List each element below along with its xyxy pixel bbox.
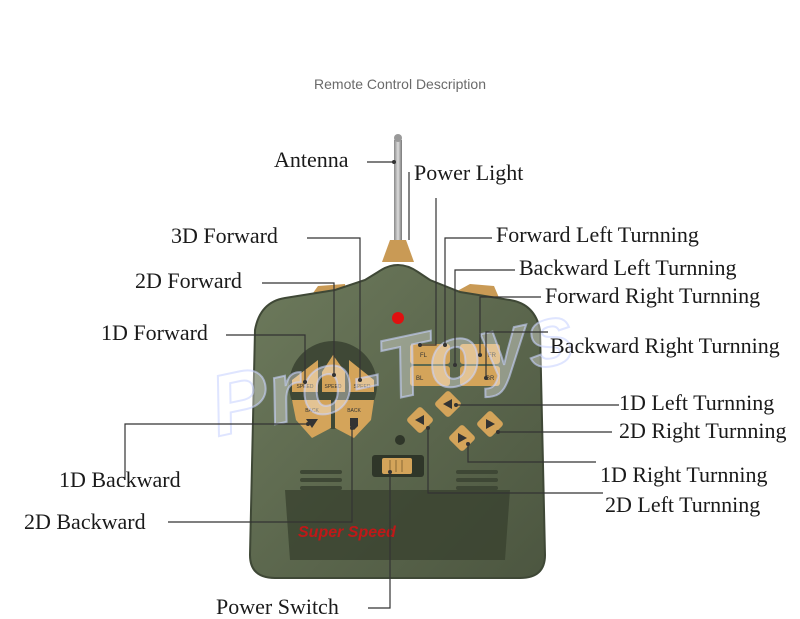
left-turning-2d-button[interactable] bbox=[406, 406, 434, 434]
svg-text:SPEED: SPEED bbox=[297, 384, 314, 390]
svg-text:FL: FL bbox=[420, 353, 428, 359]
leader-dots bbox=[303, 160, 500, 474]
label-2d-right-turning: 2D Right Turnning bbox=[619, 418, 787, 443]
label-1d-backward: 1D Backward bbox=[59, 467, 181, 492]
speaker-grille-left bbox=[300, 470, 342, 490]
label-1d-left-turning: 1D Left Turnning bbox=[619, 390, 775, 415]
label-2d-forward: 2D Forward bbox=[135, 268, 242, 293]
label-2d-backward: 2D Backward bbox=[24, 509, 146, 534]
svg-text:SPEED: SPEED bbox=[325, 384, 342, 390]
speed-button-right[interactable]: SPEED bbox=[349, 360, 374, 392]
svg-text:BACK: BACK bbox=[305, 408, 319, 414]
power-switch[interactable] bbox=[372, 455, 424, 477]
right-turning-2d-button[interactable] bbox=[476, 410, 504, 438]
label-1d-forward: 1D Forward bbox=[101, 320, 208, 345]
label-power-light: Power Light bbox=[414, 160, 524, 185]
left-turning-1d-button[interactable] bbox=[434, 390, 462, 418]
label-power-switch: Power Switch bbox=[216, 594, 339, 619]
svg-text:BL: BL bbox=[416, 376, 424, 382]
label-2d-left-turning: 2D Left Turnning bbox=[605, 492, 761, 517]
svg-text:FR: FR bbox=[488, 353, 497, 359]
label-forward-right-turning: Forward Right Turnning bbox=[545, 283, 761, 308]
label-forward-left-turning: Forward Left Turnning bbox=[496, 222, 699, 247]
svg-text:BACK: BACK bbox=[347, 408, 361, 414]
label-antenna: Antenna bbox=[274, 147, 349, 172]
svg-text:BR: BR bbox=[486, 376, 495, 382]
leader-lines bbox=[124, 161, 619, 609]
forward-left-button[interactable]: FL bbox=[410, 344, 450, 364]
label-1d-right-turning: 1D Right Turnning bbox=[600, 462, 768, 487]
back-button-left[interactable]: BACK bbox=[292, 400, 331, 438]
svg-text:SPEED: SPEED bbox=[354, 384, 371, 390]
label-backward-left-turning: Backward Left Turnning bbox=[519, 255, 737, 280]
label-backward-right-turning: Backward Right Turnning bbox=[550, 333, 780, 358]
label-3d-forward: 3D Forward bbox=[171, 223, 278, 248]
diagram-title: Remote Control Description bbox=[314, 76, 486, 92]
brand-logo: Super Speed bbox=[298, 524, 397, 541]
power-light-icon bbox=[392, 312, 404, 324]
back-button-right[interactable]: BACK bbox=[335, 400, 374, 438]
backward-left-button[interactable]: BL bbox=[410, 366, 450, 386]
backward-right-button[interactable]: BR bbox=[460, 366, 500, 386]
speaker-grille-right bbox=[456, 470, 498, 490]
antenna-icon bbox=[382, 134, 414, 262]
